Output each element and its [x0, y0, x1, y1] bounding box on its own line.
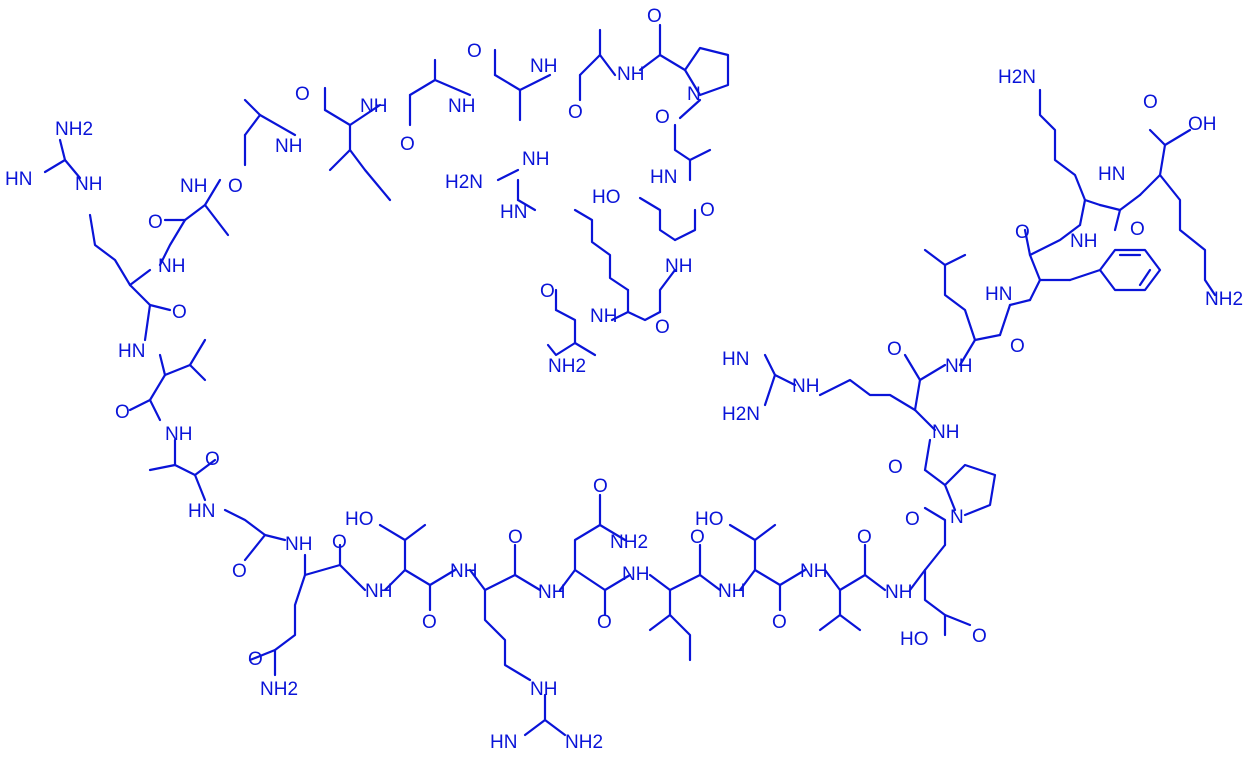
label-acid-hydroxyl: HO	[900, 629, 929, 650]
label-amide-nh: NH	[617, 64, 644, 85]
label-carbonyl-o: O	[248, 649, 263, 670]
label-lys-amine: H2N	[998, 67, 1036, 88]
label-hydroxyl: HO	[345, 509, 374, 530]
label-amide-nh: HN	[500, 202, 527, 223]
label-amide-nh: NH	[538, 582, 565, 603]
label-guanidine-imine: NH	[522, 149, 549, 170]
label-carbonyl-o: O	[647, 6, 662, 27]
label-carbonyl-o: O	[400, 134, 415, 155]
label-amide-nh: NH	[622, 564, 649, 585]
label-guanidine-amine: NH2	[565, 732, 603, 753]
label-amide-nh: NH	[275, 136, 302, 157]
bonds-left-chain	[43, 138, 287, 562]
label-amide-nh: NH	[590, 306, 617, 327]
label-carbonyl-o: O	[172, 302, 187, 323]
label-carbonyl-o: O	[295, 84, 310, 105]
label-amide-nh: HN	[118, 341, 145, 362]
label-carbonyl-o: O	[597, 612, 612, 633]
label-carbonyl-o: O	[655, 317, 670, 338]
label-pro-n: N	[687, 84, 701, 105]
label-carbonyl-o: O	[232, 561, 247, 582]
label-carbonyl-o: O	[508, 527, 523, 548]
label-guanidine-imine: HN	[5, 169, 32, 190]
label-carbonyl-o: O	[568, 102, 583, 123]
label-amide-nh: HN	[1098, 164, 1125, 185]
label-carbonyl-o: O	[115, 402, 130, 423]
label-amide-nh: NH	[530, 56, 557, 77]
label-amide-nh: NH	[448, 96, 475, 117]
label-carbonyl-o: O	[1010, 336, 1025, 357]
label-guanidine-imine: HN	[490, 732, 517, 753]
label-guanidine-imine: HN	[722, 349, 749, 370]
label-amide-nh: NH	[665, 256, 692, 277]
label-guanidine-nh: NH	[75, 174, 102, 195]
label-amide-nh: NH	[885, 582, 912, 603]
label-acid-o: O	[1143, 92, 1158, 113]
label-acid-o: O	[972, 626, 987, 647]
label-amide-nh: NH	[718, 581, 745, 602]
label-guanidine-amine: H2N	[722, 404, 760, 425]
label-carbonyl-o: O	[690, 527, 705, 548]
label-carbonyl-o: O	[332, 532, 347, 553]
label-guanidine-amine: H2N	[445, 172, 483, 193]
bonds-right-chain	[763, 88, 1217, 517]
label-amide-nh: NH	[365, 581, 392, 602]
label-amide-nh: NH	[360, 96, 387, 117]
label-lys-amine: NH2	[1205, 289, 1243, 310]
label-carbonyl-o: O	[772, 612, 787, 633]
label-guanidine-nh: NH	[792, 376, 819, 397]
label-acid-hydroxyl: OH	[1188, 114, 1217, 135]
label-carbonyl-o: O	[655, 107, 670, 128]
label-carbonyl-o: O	[422, 612, 437, 633]
label-guanidine-nh: NH	[530, 679, 557, 700]
atom-labels: NH2 O NH O NH HN H2N NH HO O HN O N O NH…	[5, 6, 1243, 753]
label-hydroxyl: HO	[695, 509, 724, 530]
label-amide-nh: NH	[180, 176, 207, 197]
label-carbonyl-o: O	[148, 212, 163, 233]
label-carbonyl-o: O	[593, 476, 608, 497]
label-amide-nh: NH	[1070, 231, 1097, 252]
label-amide-nh: HN	[188, 501, 215, 522]
label-guanidine-amine: NH2	[55, 119, 93, 140]
label-carbonyl-o: O	[228, 176, 243, 197]
label-amide-nh: NH	[165, 424, 192, 445]
label-amide-nh: HN	[650, 167, 677, 188]
label-carbonyl-o: O	[1130, 219, 1145, 240]
label-amide-nh2: NH2	[260, 679, 298, 700]
label-carbonyl-o: O	[467, 41, 482, 62]
label-amide-nh: NH	[450, 561, 477, 582]
label-carbonyl-o: O	[540, 281, 555, 302]
label-amide-nh: NH	[945, 356, 972, 377]
bonds-bottom-chain	[248, 493, 972, 737]
label-carbonyl-o: O	[1015, 222, 1030, 243]
label-amide-nh: NH	[932, 422, 959, 443]
label-amide-nh: NH	[158, 256, 185, 277]
label-amide-nh: NH	[285, 534, 312, 555]
label-carbonyl-o: O	[887, 339, 902, 360]
bonds-top-chain	[163, 23, 730, 357]
label-amide-nh: HN	[985, 284, 1012, 305]
label-carbonyl-o: O	[888, 457, 903, 478]
label-amide-nh: NH	[800, 561, 827, 582]
label-amide-nh2: NH2	[610, 532, 648, 553]
label-carbonyl-o: O	[700, 200, 715, 221]
label-hydroxyl: HO	[592, 187, 621, 208]
label-carbonyl-o: O	[905, 509, 920, 530]
label-carbonyl-o: O	[857, 527, 872, 548]
label-n-terminal-amine: NH2	[548, 356, 586, 377]
label-carbonyl-o: O	[205, 449, 220, 470]
label-pro-n: N	[950, 507, 964, 528]
